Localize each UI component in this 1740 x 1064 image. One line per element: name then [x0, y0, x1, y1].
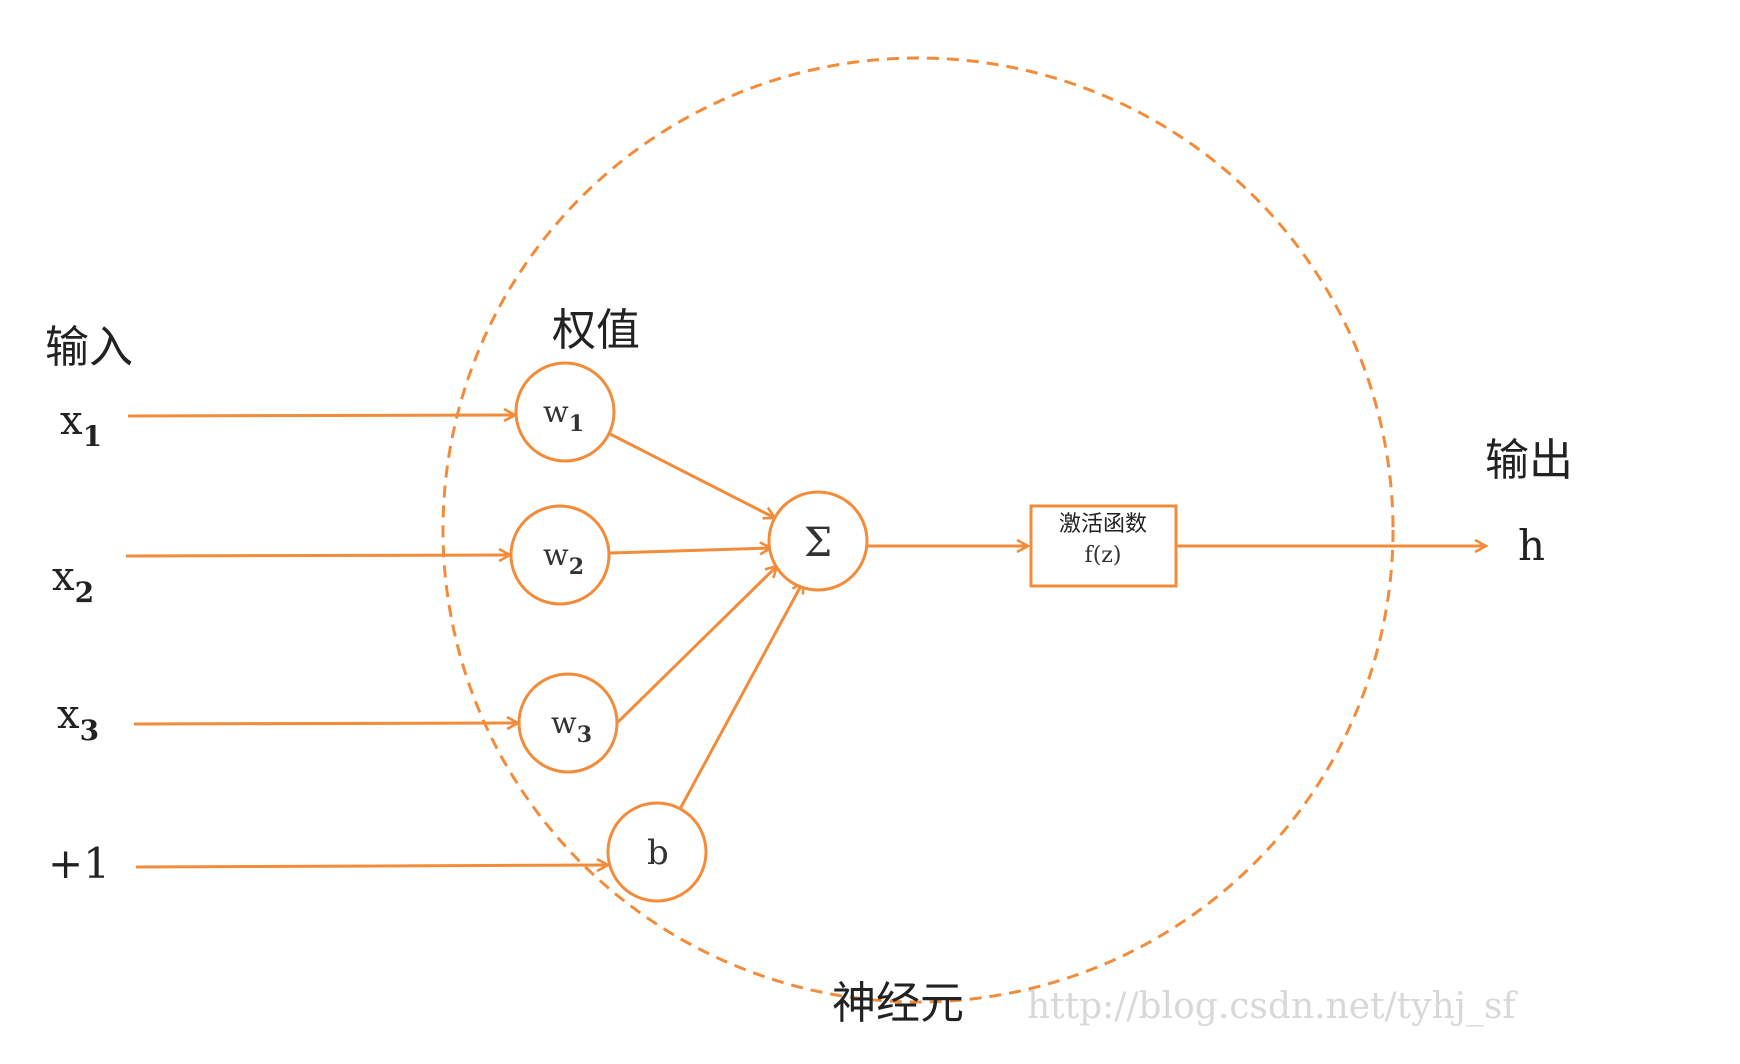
- neuron-label: 神经元: [832, 978, 964, 1029]
- weight-w3-text: w3: [551, 706, 592, 748]
- edge-bias-sum: [678, 582, 803, 810]
- activation-formula: f(z): [1085, 543, 1122, 568]
- weight-node-w1: [514, 361, 616, 463]
- input-arrow-x2: [125, 555, 510, 556]
- sum-node: [767, 490, 869, 592]
- input-x1: x1: [60, 398, 102, 453]
- bias-node: [606, 801, 708, 903]
- input-bias: +1: [48, 839, 110, 888]
- watermark: http://blog.csdn.net/tyhj_sf: [1027, 986, 1518, 1027]
- input-arrow-x1: [127, 415, 515, 416]
- input-x2: x2: [52, 554, 94, 609]
- output-label: 输出: [1485, 435, 1573, 486]
- input-label: 输入: [45, 322, 133, 373]
- edge-w2-sum: [609, 548, 771, 553]
- edge-w3-sum: [616, 566, 777, 724]
- edge-w1-sum: [609, 432, 775, 518]
- output-value: h: [1518, 521, 1545, 570]
- weight-node-w2: [509, 504, 611, 606]
- bias-text: b: [647, 833, 669, 873]
- input-x3: x3: [57, 692, 99, 747]
- weights-label: 权值: [552, 305, 640, 356]
- weight-w2-text: w2: [543, 538, 584, 580]
- weight-w1-text: w1: [543, 395, 584, 437]
- input-arrow-x3: [133, 723, 518, 724]
- neuron-boundary: [441, 56, 1395, 1004]
- activation-title: 激活函数: [1059, 512, 1147, 537]
- input-arrow-bias: [135, 865, 608, 867]
- sum-symbol: Σ: [804, 520, 832, 566]
- weight-node-w3: [517, 672, 619, 774]
